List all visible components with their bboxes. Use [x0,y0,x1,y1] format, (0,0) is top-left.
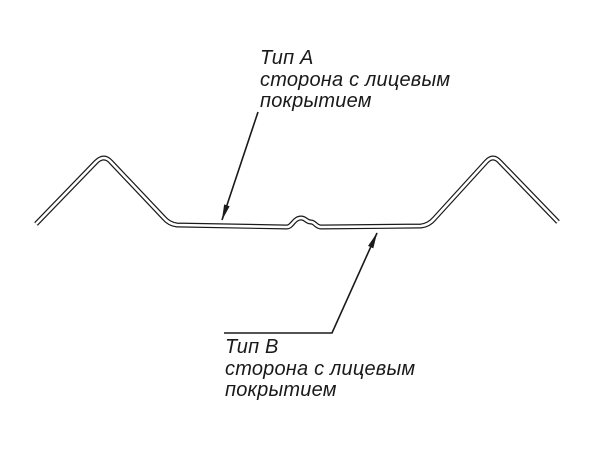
callout-type-a-title: Тип А [260,47,314,69]
callout-type-a-desc-line1: сторона с лицевым [260,69,451,91]
callout-type-b: Тип В сторона с лицевым покрытием [225,337,415,401]
callout-type-a-desc-line2: покрытием [260,90,372,112]
callout-type-a: Тип А сторона с лицевым покрытием [260,48,450,112]
leader-line-type-a [221,111,259,221]
leader-line-type-b [224,232,378,334]
profile-sheet-inner-line [35,156,559,229]
callout-type-b-desc-line2: покрытием [225,379,337,401]
callout-type-b-title: Тип В [225,336,279,358]
callout-type-b-desc-line1: сторона с лицевым [225,358,416,380]
